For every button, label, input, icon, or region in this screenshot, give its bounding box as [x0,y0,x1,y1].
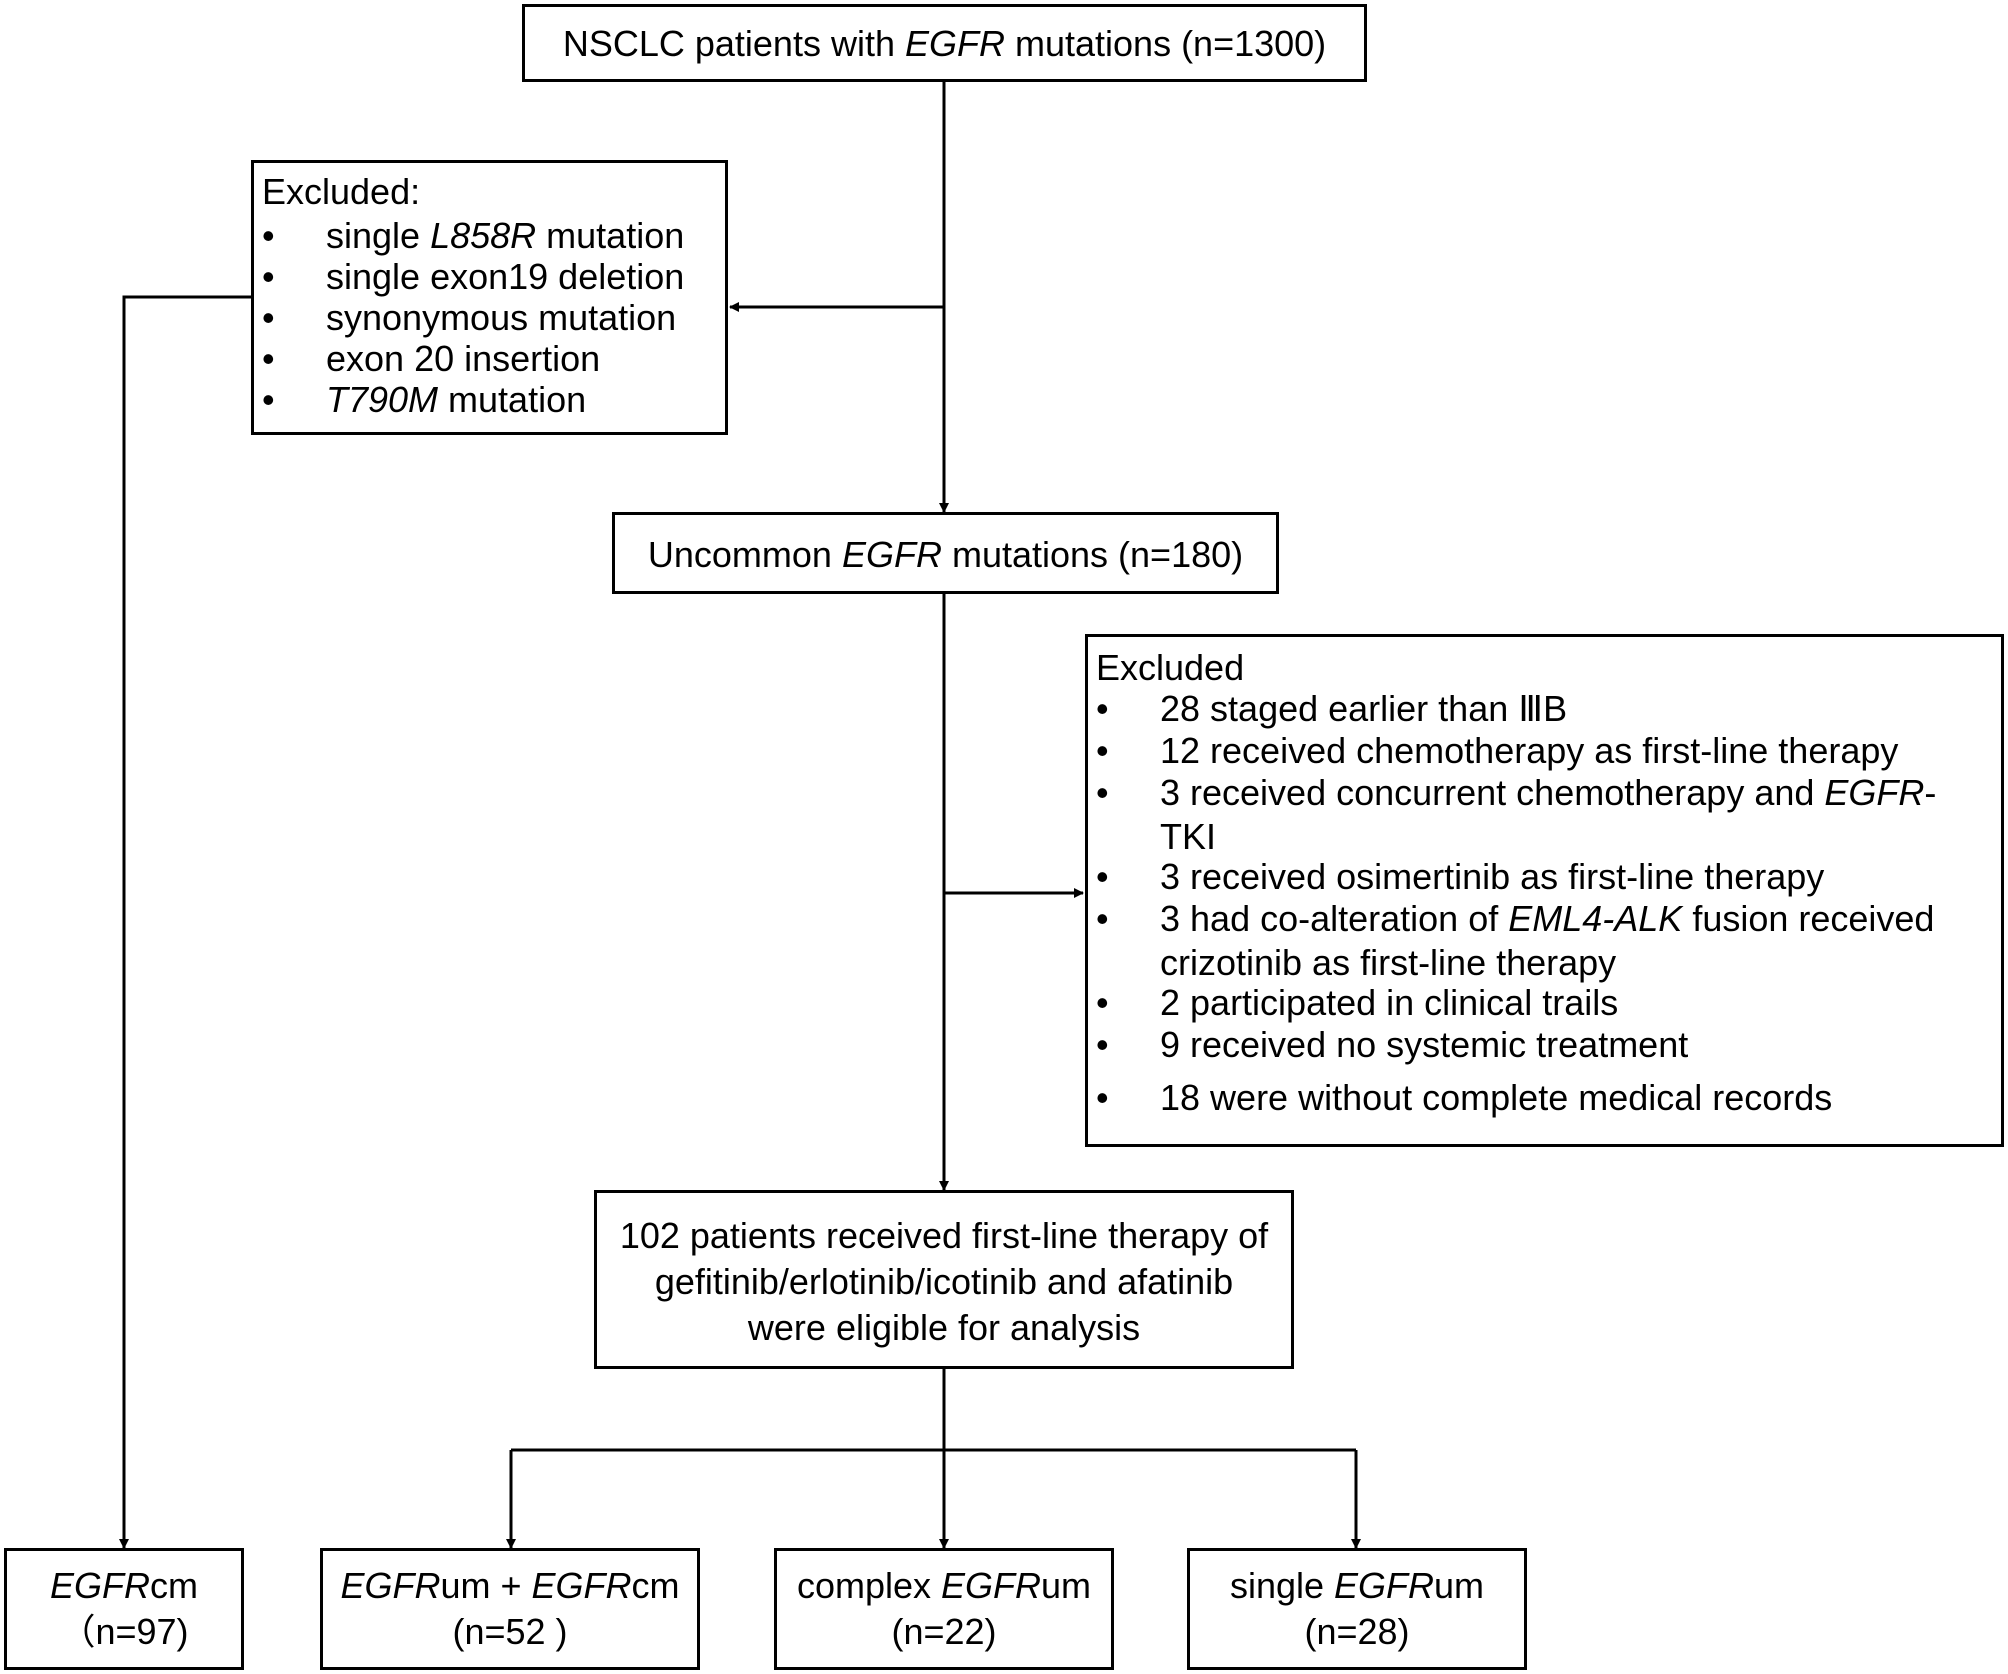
eligible-line-1: 102 patients received first-line therapy… [619,1215,1269,1256]
top-box-gene: EGFR [904,23,1005,64]
group-label: single [1229,1565,1335,1606]
gene-label: EGFR [531,1565,632,1606]
item-gene: T790M [326,378,439,420]
group-label: um + [440,1565,532,1606]
uncommon-box: Uncommon EGFR mutations (n=180) [612,512,1279,594]
bullet-icon: • [1096,772,1109,813]
list-item: • single L858R mutation [262,214,725,256]
item-gene: L858R [430,214,537,256]
top-box-post: mutations (n=1300) [1004,23,1327,64]
single-box: single EGFRum (n=28) [1187,1548,1527,1670]
bullet-icon: • [1096,982,1109,1023]
item-text: - [1924,772,1937,813]
group-label: cm [631,1565,680,1606]
eligible-line-3: were eligible for analysis [747,1307,1141,1348]
top-box: NSCLC patients with EGFR mutations (n=13… [522,4,1367,82]
group-count: (n=22) [891,1611,997,1652]
group-count: (n=28) [1304,1611,1410,1652]
bullet-icon: • [1096,898,1109,939]
gene-label: EGFR [1334,1565,1435,1606]
bullet-icon: • [262,255,275,297]
bullet-icon: • [1096,1024,1109,1065]
um-cm-box: EGFRum + EGFRcm (n=52 ) [320,1548,700,1670]
uncommon-box-pre: Uncommon [647,534,842,575]
gene-label: EGFR [941,1565,1042,1606]
bullet-icon: • [1096,1077,1109,1118]
list-item: • T790M mutation [262,378,725,420]
item-text: 28 staged earlier than ⅢB [1160,688,1568,729]
eligible-line-2: gefitinib/erlotinib/icotinib and afatini… [654,1261,1234,1302]
item-gene: EML4-ALK [1508,898,1683,939]
egfrcm-box: EGFRcm （n=97) [4,1548,244,1670]
list-item: • 12 received chemotherapy as first-line… [1096,729,2001,771]
item-text: synonymous mutation [326,296,677,338]
list-item: • 2 participated in clinical trails [1096,981,2001,1023]
group-label: um [1434,1565,1485,1606]
uncommon-box-post: mutations (n=180) [941,534,1244,575]
gene-label: EGFR [49,1565,150,1606]
list-item: • 9 received no systemic treatment [1096,1023,2001,1076]
item-text: 2 participated in clinical trails [1160,982,1619,1023]
item-text: 9 received no systemic treatment [1160,1024,1689,1065]
item-text: fusion received [1682,898,1935,939]
group-count: (n=52 ) [452,1611,568,1652]
excluded-2-heading: Excluded [1096,647,1245,688]
bullet-icon: • [262,214,275,256]
item-text: single exon19 deletion [326,255,685,297]
list-item: • exon 20 insertion [262,337,725,379]
group-count: （n=97) [59,1611,189,1652]
item-text-continued: crizotinib as first-line therapy [1160,941,1617,983]
list-item: • single exon19 deletion [262,255,725,297]
top-box-pre: NSCLC patients with [562,23,905,64]
excluded-1-heading: Excluded: [262,171,421,212]
list-item: • synonymous mutation [262,296,725,338]
excluded-1-list: • single L858R mutation • single exon19 … [262,214,725,420]
list-item: • 18 were without complete medical recor… [1096,1076,2001,1118]
bullet-icon: • [262,378,275,420]
item-text: 12 received chemotherapy as first-line t… [1160,730,1899,771]
excluded-box-1: Excluded: • single L858R mutation • sing… [251,160,728,435]
list-item: • 3 received osimertinib as first-line t… [1096,855,2001,897]
item-text: 3 had co-alteration of [1160,898,1509,939]
bullet-icon: • [1096,730,1109,771]
item-text: 3 received concurrent chemotherapy and [1160,772,1825,813]
list-item: • 28 staged earlier than ⅢB [1096,687,2001,729]
list-item: • 3 had co-alteration of EML4-ALK fusion… [1096,897,2001,983]
bullet-icon: • [1096,688,1109,729]
group-label: complex [796,1565,942,1606]
bullet-icon: • [1096,856,1109,897]
excluded-2-list: • 28 staged earlier than ⅢB • 12 receive… [1096,687,2001,1118]
item-text: exon 20 insertion [326,337,601,379]
group-label: cm [150,1565,198,1606]
complex-box: complex EGFRum (n=22) [774,1548,1114,1670]
item-text: 3 received osimertinib as first-line the… [1160,856,1825,897]
eligible-box: 102 patients received first-line therapy… [594,1190,1294,1369]
item-text: single [326,214,431,256]
item-text: mutation [438,378,587,420]
group-label: um [1041,1565,1092,1606]
bullet-icon: • [262,296,275,338]
uncommon-box-gene: EGFR [841,534,942,575]
gene-label: EGFR [340,1565,441,1606]
item-text-continued: TKI [1160,815,1217,857]
arrow-excluded-to-egfrcm [119,295,251,1549]
bullet-icon: • [262,337,275,379]
item-text: mutation [536,214,685,256]
item-text: 18 were without complete medical records [1160,1077,1833,1118]
item-gene: EGFR [1824,772,1925,813]
list-item: • 3 received concurrent chemotherapy and… [1096,771,2001,857]
excluded-box-2: Excluded • 28 staged earlier than ⅢB • 1… [1085,634,2004,1147]
